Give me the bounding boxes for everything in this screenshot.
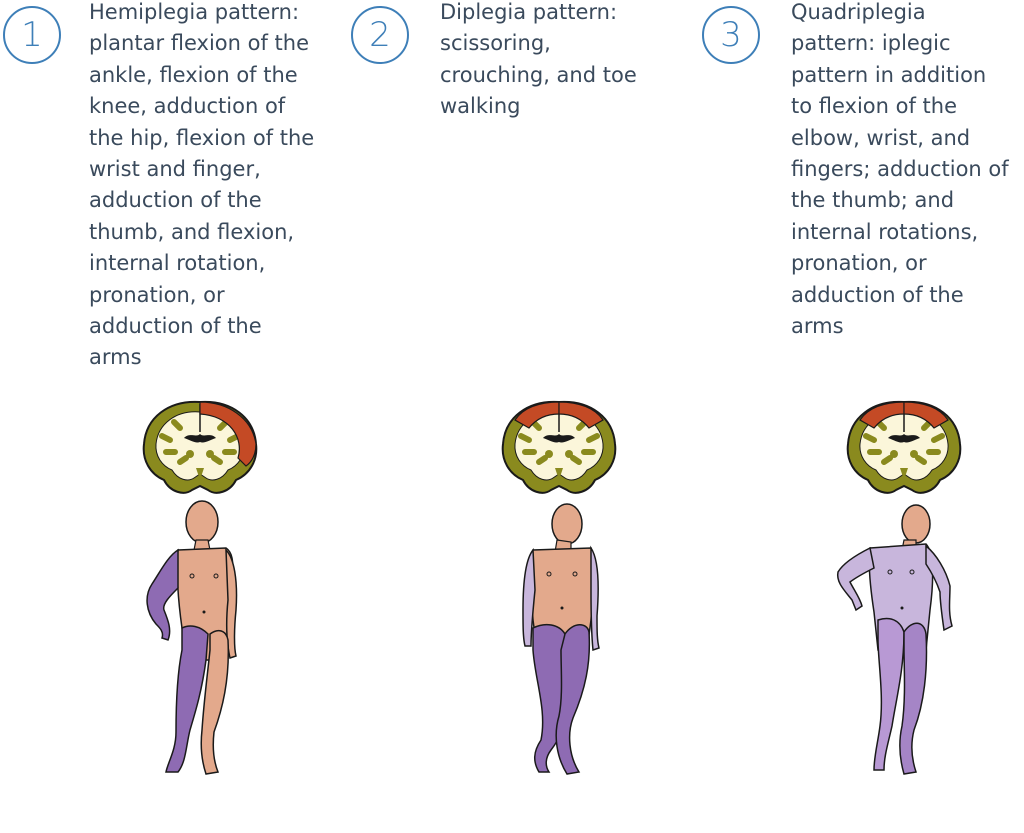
hemiplegia-description: Hemiplegia pattern:plantar flexion of th… [89,0,315,370]
step-number-badge: 1 [3,6,61,64]
brain-quadriplegia-image [842,398,966,498]
body-quadriplegia-image [836,504,953,775]
body-hemiplegia-image [146,500,238,775]
step-number-badge: 2 [351,6,409,64]
body-diplegia-image [522,503,600,775]
brain-diplegia-image [497,398,621,498]
step-number-badge: 3 [702,6,760,64]
diplegia-description: Diplegia pattern:scissoring,crouching, a… [440,0,637,119]
brain-hemiplegia-image [138,398,262,498]
panel-hemiplegia: 1 Hemiplegia pattern:plantar flexion of … [0,0,340,833]
panel-diplegia: 2 Diplegia pattern:scissoring,crouching,… [351,0,691,833]
